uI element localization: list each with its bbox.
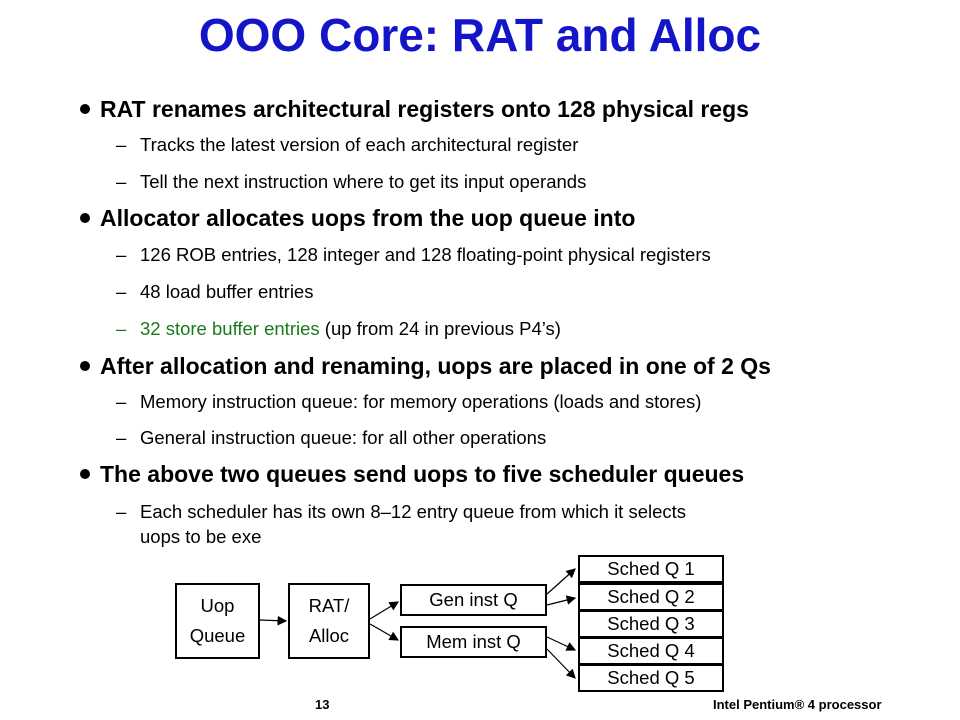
sub-3-1: –Memory instruction queue: for memory op… <box>116 391 701 413</box>
sub-4-1: –Each scheduler has its own 8–12 entry q… <box>116 501 686 523</box>
rat-alloc-line-1: RAT/ <box>308 595 350 616</box>
sub-2-1-text: 126 ROB entries, 128 integer and 128 flo… <box>140 244 711 265</box>
mem-inst-q-box: Mem inst Q <box>400 626 547 658</box>
sub-2-3-highlight: 32 store buffer entries <box>140 318 320 339</box>
sub-2-2: –48 load buffer entries <box>116 281 313 303</box>
bullet-dot-icon <box>80 212 90 223</box>
bullet-4-text: The above two queues send uops to five s… <box>100 461 745 487</box>
bullet-dot-icon <box>80 468 90 479</box>
page-number: 13 <box>315 697 330 712</box>
slide-title: OOO Core: RAT and Alloc <box>198 9 762 61</box>
bullet-1-text: RAT renames architectural registers onto… <box>100 96 749 122</box>
bullet-3-text: After allocation and renaming, uops are … <box>100 353 771 379</box>
bullet-4: The above two queues send uops to five s… <box>80 461 744 488</box>
sub-3-2: –General instruction queue: for all othe… <box>116 427 546 449</box>
sub-2-3: –32 store buffer entries (up from 24 in … <box>116 318 561 340</box>
sub-2-2-text: 48 load buffer entries <box>140 281 314 302</box>
bullet-3: After allocation and renaming, uops are … <box>80 353 771 380</box>
gen-inst-q-box: Gen inst Q <box>400 584 547 616</box>
uop-queue-line-1: Uop <box>200 595 235 616</box>
bullet-1: RAT renames architectural registers onto… <box>80 96 749 123</box>
rat-alloc-box: RAT/ Alloc <box>288 583 370 659</box>
sub-3-2-text: General instruction queue: for all other… <box>140 427 547 448</box>
dash-marker: – <box>116 244 127 265</box>
sub-2-3-rest: (up from 24 in previous P4’s) <box>319 318 561 339</box>
dash-marker: – <box>116 281 127 302</box>
sub-1-2-text: Tell the next instruction where to get i… <box>140 171 587 192</box>
sub-1-1: –Tracks the latest version of each archi… <box>116 134 578 156</box>
arrow-rat-to-mem <box>369 623 400 641</box>
footer-label: Intel Pentium® 4 processor <box>713 697 882 712</box>
dash-marker: – <box>116 134 127 155</box>
sub-4-1-cont: uops to be exe <box>140 526 261 548</box>
sub-4-1-cont-text: uops to be exe <box>140 526 262 547</box>
sched-q-4-box: Sched Q 4 <box>578 637 724 665</box>
arrow-mem-to-sched5 <box>546 648 576 679</box>
bullet-2: Allocator allocates uops from the uop qu… <box>80 205 635 232</box>
sub-3-1-text: Memory instruction queue: for memory ope… <box>140 391 702 412</box>
arrow-gen-to-sched1 <box>546 568 576 595</box>
rat-alloc-line-2: Alloc <box>308 625 350 646</box>
sched-q-3-box: Sched Q 3 <box>578 610 724 638</box>
dash-marker: – <box>116 171 127 192</box>
uop-queue-line-2: Queue <box>189 625 246 646</box>
sched-q-1-box: Sched Q 1 <box>578 555 724 583</box>
sub-4-1-text: Each scheduler has its own 8–12 entry qu… <box>140 501 687 522</box>
bullet-dot-icon <box>80 103 90 114</box>
sched-q-5-box: Sched Q 5 <box>578 664 724 692</box>
arrow-rat-to-gen <box>369 601 400 620</box>
dash-marker: – <box>116 391 127 412</box>
sched-q-2-box: Sched Q 2 <box>578 583 724 611</box>
dash-marker: – <box>116 427 127 448</box>
dash-marker: – <box>116 501 127 522</box>
arrow-mem-to-sched4 <box>546 636 577 651</box>
bullet-dot-icon <box>80 360 90 371</box>
sub-1-2: –Tell the next instruction where to get … <box>116 171 586 193</box>
dash-marker: – <box>116 318 127 339</box>
sub-2-1: –126 ROB entries, 128 integer and 128 fl… <box>116 244 711 266</box>
arrow-uop-to-rat <box>259 615 288 626</box>
uop-queue-box: Uop Queue <box>175 583 260 659</box>
arrow-gen-to-sched2 <box>546 595 577 606</box>
bullet-2-text: Allocator allocates uops from the uop qu… <box>100 205 636 231</box>
sub-1-1-text: Tracks the latest version of each archit… <box>140 134 579 155</box>
